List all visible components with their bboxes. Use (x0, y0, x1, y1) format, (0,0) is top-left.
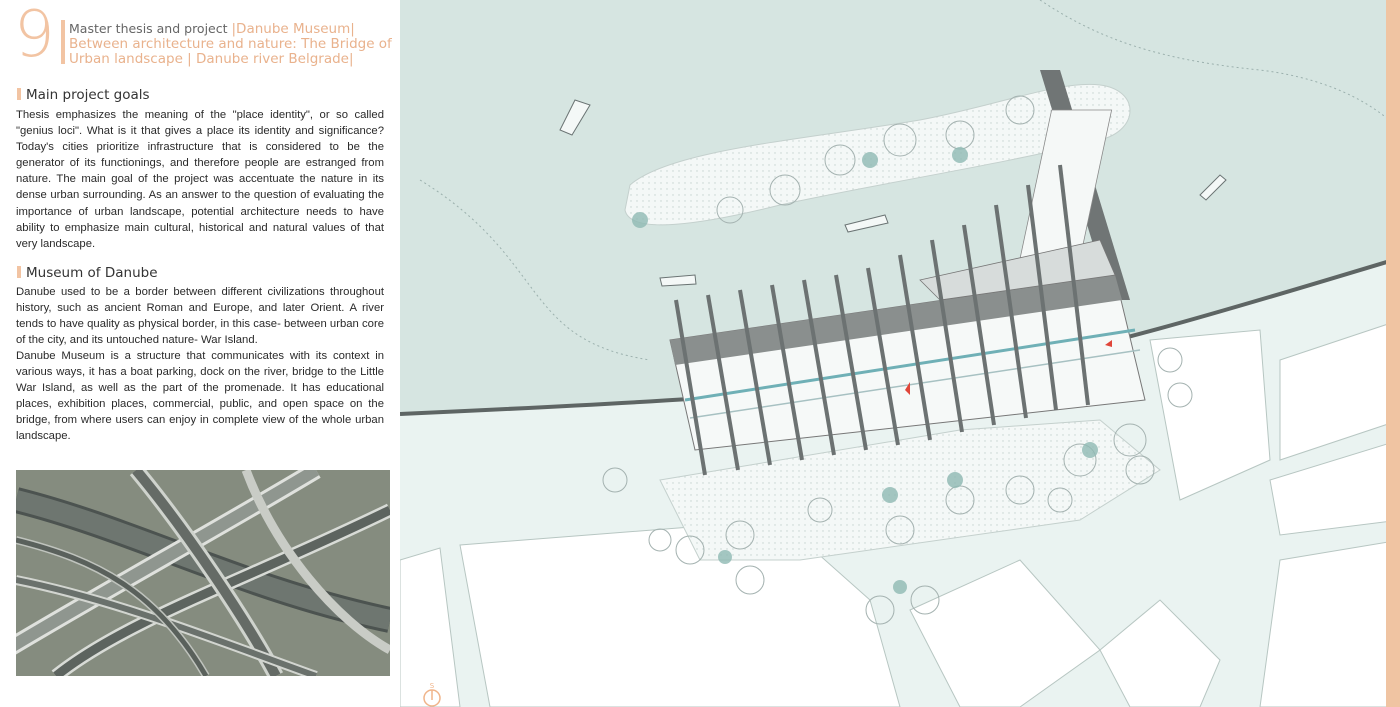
header-line-2: Between architecture and nature: The Bri… (69, 36, 392, 52)
section-marker (17, 266, 21, 278)
tree-canopies (632, 147, 1098, 594)
entrance-marker (1105, 340, 1112, 347)
museum-paragraph-1: Danube used to be a border between diffe… (16, 286, 384, 347)
number-divider (61, 20, 65, 64)
trees (602, 95, 1193, 625)
north-arrow: S (423, 682, 441, 707)
museum-paragraph-2: Danube Museum is a structure that commun… (16, 350, 384, 443)
structure-ribs (674, 164, 1090, 476)
highway-interchange-photo (16, 470, 390, 676)
page-edge-strip (1386, 0, 1400, 707)
north-label: S (430, 682, 435, 690)
site-plan-drawing: S (400, 0, 1400, 707)
text-panel: 9 Master thesis and project |Danube Muse… (0, 0, 400, 707)
header-line-3: Urban landscape | Danube river Belgrade| (69, 51, 354, 67)
page-header: Master thesis and project |Danube Museum… (69, 21, 399, 67)
boats (559, 99, 1227, 287)
city-blocks (400, 319, 1400, 707)
section-title-museum: Museum of Danube (17, 265, 158, 281)
war-island (624, 83, 1131, 226)
header-project: |Danube Museum| (231, 21, 355, 37)
section-title-goals: Main project goals (17, 87, 150, 103)
goals-paragraph: Thesis emphasizes the meaning of the "pl… (16, 109, 384, 250)
page-number: 9 (14, 0, 55, 72)
header-lead: Master thesis and project (69, 21, 232, 36)
section-marker (17, 88, 21, 100)
entrance-marker (905, 382, 910, 395)
promenade (659, 419, 1161, 561)
